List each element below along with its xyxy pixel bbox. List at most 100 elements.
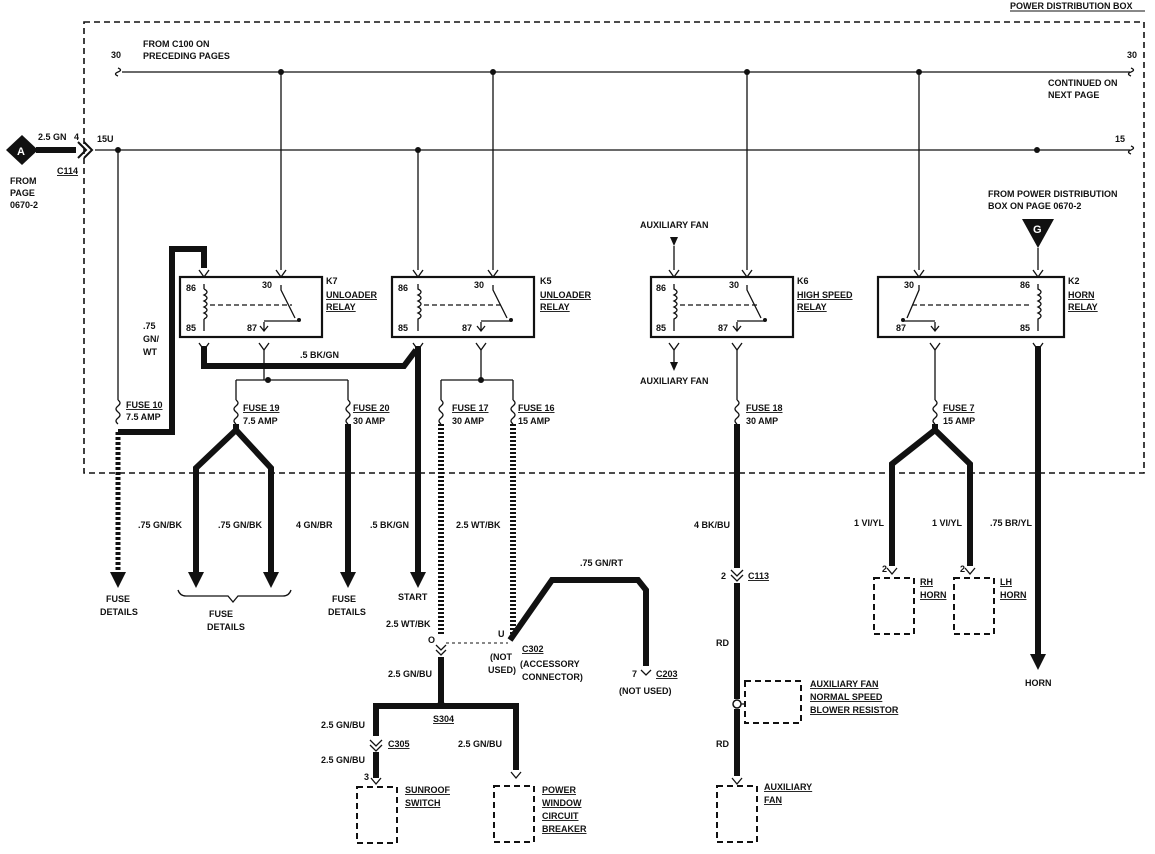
fuse-details-3-arrow <box>340 572 356 588</box>
fuse-16-symbol <box>510 399 516 425</box>
lh-horn-pin: 2 <box>960 564 965 574</box>
wire-fuse7-split <box>889 424 973 566</box>
fuse-10-name: FUSE 10 <box>126 400 163 410</box>
wire-f7a-label: 1 VI/YL <box>854 518 885 528</box>
fuse-19-symbol <box>233 399 239 425</box>
k2-pin86: 86 <box>1020 280 1030 290</box>
k5-pin85: 85 <box>398 323 408 333</box>
fuse-19a-arrow <box>188 572 204 588</box>
wire-gnbu2-label: 2.5 GN/BU <box>321 720 365 730</box>
fuse-details-bracket <box>177 589 292 604</box>
input-g-letter: G <box>1033 224 1042 236</box>
aux-fan-pin-chevron <box>731 777 743 786</box>
wire-f7b-label: 1 VI/YL <box>932 518 963 528</box>
connector-c114-symbol <box>77 141 94 159</box>
bus-30-left-break <box>114 67 122 77</box>
aux-fan-top-arrow <box>670 237 678 246</box>
k7-pin30: 30 <box>262 280 272 290</box>
input-g-arrow <box>1022 219 1054 248</box>
power-window-box <box>493 785 535 843</box>
wire-start-label: .5 BK/GN <box>370 520 409 530</box>
fuse-7-name: FUSE 7 <box>943 403 975 413</box>
fuse-18-symbol <box>734 399 740 425</box>
rh-horn-pin: 2 <box>882 564 887 574</box>
k7-pin87-bus <box>235 350 349 400</box>
connector-c302-o-symbol <box>435 644 447 656</box>
fuse-16-rating: 15 AMP <box>518 416 550 426</box>
k2-id: K2 <box>1068 276 1080 286</box>
c302-pin-u: U <box>498 629 505 639</box>
rh-horn-box <box>873 577 915 635</box>
power-window-pin-chevron <box>510 771 522 780</box>
k6-pin85: 85 <box>656 323 666 333</box>
sunroof-pin-chevron <box>370 777 382 786</box>
fuse-18-name: FUSE 18 <box>746 403 783 413</box>
k7-id: K7 <box>326 276 338 286</box>
k5-pin86: 86 <box>398 283 408 293</box>
k6-pin86: 86 <box>656 283 666 293</box>
relay-k2 <box>876 269 1066 339</box>
aux-fan-box <box>716 785 758 843</box>
k7-pin87: 87 <box>247 323 257 333</box>
bus-15-left-label: 15U <box>97 134 114 144</box>
k5-pin87-bus <box>440 350 514 400</box>
k7-pin86: 86 <box>186 283 196 293</box>
relay-pin-chevron <box>198 342 1044 352</box>
bus-15-right-break <box>1127 145 1135 155</box>
sunroof-switch-box <box>356 786 398 844</box>
junction-dot <box>478 377 484 383</box>
relay-k7 <box>178 269 324 339</box>
c203-label: C203 <box>656 669 678 679</box>
k6-pin87: 87 <box>718 323 728 333</box>
fuse-19b-arrow <box>263 572 279 588</box>
connector-c114: C114 <box>57 166 78 176</box>
fuse-10-rating: 7.5 AMP <box>126 412 161 422</box>
wire-f18-label: 4 BK/BU <box>694 520 730 530</box>
fuse-16-name: FUSE 16 <box>518 403 555 413</box>
resistor-junction <box>732 699 742 709</box>
horn-label: HORN <box>1025 678 1052 688</box>
fuse-19-name: FUSE 19 <box>243 403 280 413</box>
fuse-20-rating: 30 AMP <box>353 416 385 426</box>
k6-id: K6 <box>797 276 809 286</box>
wire-gnbu3-label: 2.5 GN/BU <box>321 755 365 765</box>
c302-label: C302 <box>522 644 544 654</box>
fuse-20-name: FUSE 20 <box>353 403 390 413</box>
wire-horn-label: .75 BR/YL <box>990 518 1033 528</box>
fuse-18-rating: 30 AMP <box>746 416 778 426</box>
junction-dot <box>265 377 271 383</box>
c203-not-used: (NOT USED) <box>619 686 672 696</box>
s304-label: S304 <box>433 714 454 724</box>
aux-fan-bottom-arrow <box>670 362 678 371</box>
junction-dot <box>1034 147 1040 153</box>
k7-pin85: 85 <box>186 323 196 333</box>
wire-gnbu4-label: 2.5 GN/BU <box>458 739 502 749</box>
c305-pin: 3 <box>364 772 369 782</box>
input-a-arrow <box>6 135 38 165</box>
lh-horn-pin-chevron <box>964 567 976 576</box>
k2-pin30: 30 <box>904 280 914 290</box>
k2-pin85: 85 <box>1020 323 1030 333</box>
relay-k6 <box>649 269 795 339</box>
wire-gnrt <box>507 577 649 666</box>
fuse-17-name: FUSE 17 <box>452 403 489 413</box>
relay-k5 <box>390 269 536 339</box>
wire-f19b-label: .75 GN/BK <box>218 520 263 530</box>
k5-pin87: 87 <box>462 323 472 333</box>
fuse-7-rating: 15 AMP <box>943 416 975 426</box>
aux-fan-bottom-label: AUXILIARY FAN <box>640 376 709 386</box>
